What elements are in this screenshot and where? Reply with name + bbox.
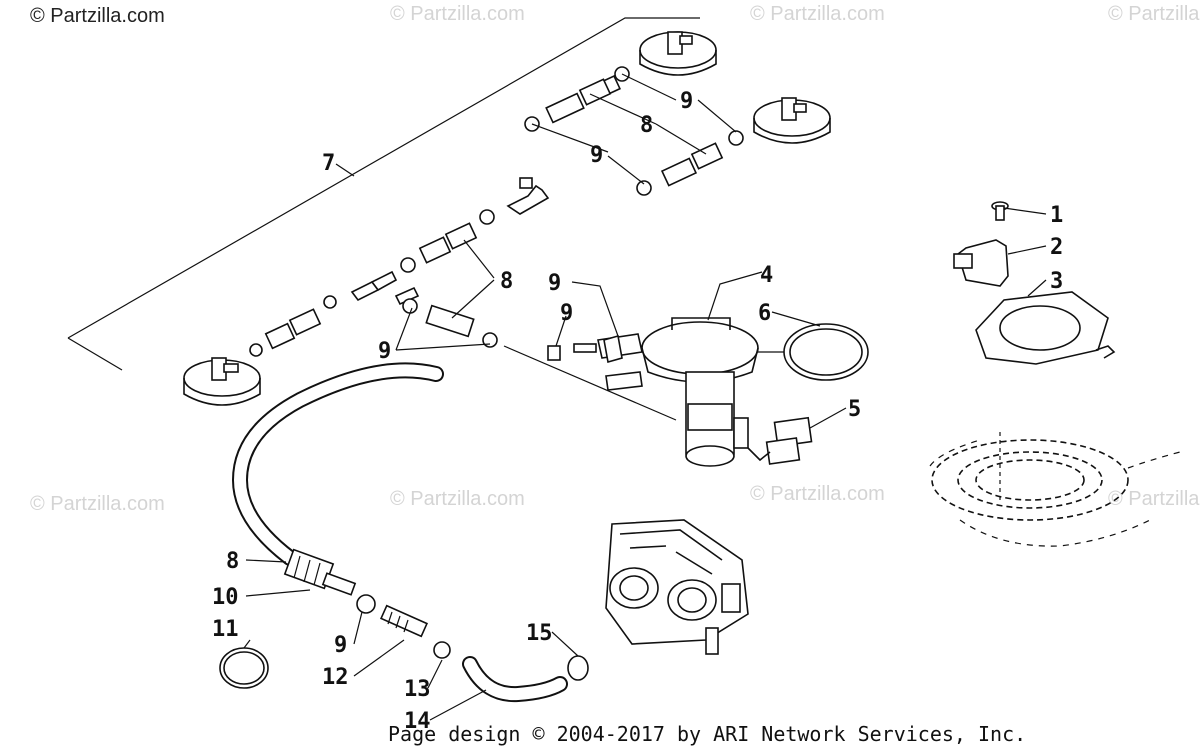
watermark: © Partzilla.com [390,488,525,510]
seal-ring [783,323,869,381]
callout-9: 9 [560,301,573,326]
assembly-bracket-line [67,17,700,339]
assembly-bracket-line [67,337,123,371]
watermark: © Partzilla.com [1108,488,1200,510]
mounting-gasket [975,291,1116,365]
callout-9: 9 [378,339,391,364]
screw [991,201,1009,221]
fuel-hose [231,362,444,566]
hose-fitting [283,548,357,596]
retaining-clip [219,647,269,689]
callout-16: 15 [526,621,553,646]
watermark: © Partzilla.com [750,3,885,25]
callout-8: 8 [226,549,239,574]
callout-10: 9 [548,271,561,296]
callout-14: 13 [404,677,431,702]
watermark: © Partzilla.com [30,493,165,515]
callout-2: 2 [1050,235,1063,260]
vent-cap [183,357,261,406]
callout-12: 11 [212,617,239,642]
callout-3: 3 [1050,269,1063,294]
footer-copyright: Page design © 2004-2017 by ARI Network S… [388,722,1026,746]
vent-hose-chain [249,66,744,357]
short-hose [462,656,568,703]
tank-opening [929,432,1181,547]
callout-9: 9 [680,89,693,114]
bracket [953,239,1009,287]
fuel-pump-assembly [573,317,759,467]
callout-5: 5 [848,397,861,422]
hose-connector [547,334,623,364]
leader-lines [243,73,1047,721]
watermark: © Partzilla.com [1108,3,1200,25]
hose-clamp [356,594,451,659]
callout-1: 1 [1050,203,1063,228]
callout-9: 9 [334,633,347,658]
watermark: © Partzilla.com [750,483,885,505]
sender-float [747,416,813,465]
callout-4: 4 [760,263,773,288]
callout-7: 7 [322,151,335,176]
quick-connector [379,604,429,638]
watermark-top-left: © Partzilla.com [30,5,165,27]
callout-13: 12 [322,665,349,690]
vent-cap [639,31,717,76]
callout-11: 10 [212,585,239,610]
callout-6: 6 [758,301,771,326]
throttle-body [605,519,749,655]
callout-15: 14 [404,709,431,734]
callout-8: 8 [640,113,653,138]
watermark: © Partzilla.com [390,3,525,25]
callout-8: 8 [500,269,513,294]
callout-9: 9 [590,143,603,168]
vent-cap [753,97,831,144]
hose-clamp-16 [567,655,589,681]
